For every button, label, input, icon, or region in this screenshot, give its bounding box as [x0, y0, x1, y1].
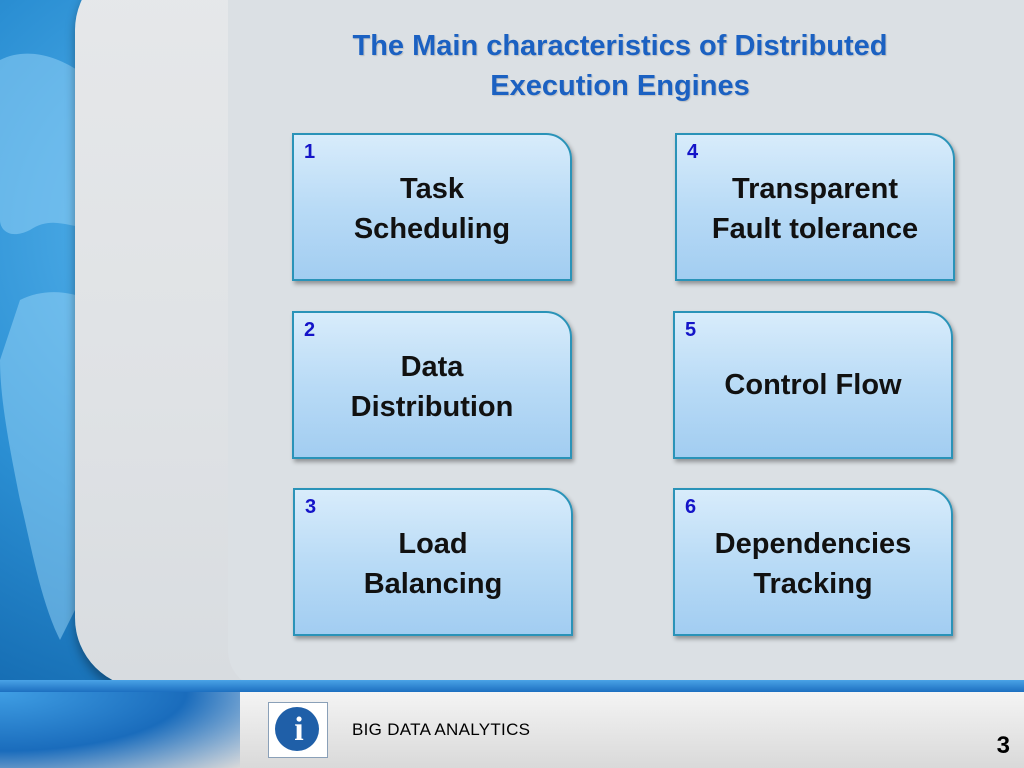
card-label: Task Scheduling — [353, 173, 511, 245]
card-label: Data Distribution — [350, 351, 514, 423]
card-transparent-fault-tolerance: 4 Transparent Fault tolerance — [675, 133, 955, 281]
card-task-scheduling: 1 Task Scheduling — [292, 133, 572, 281]
slide-title: The Main characteristics of Distributed … — [240, 26, 1000, 106]
bottom-band — [0, 680, 1024, 692]
card-number: 3 — [305, 496, 317, 518]
title-line-2: Execution Engines — [490, 70, 750, 102]
card-number: 5 — [685, 319, 697, 341]
card-number: 2 — [304, 319, 316, 341]
card-dependencies-tracking: 6 Dependencies Tracking — [673, 488, 953, 636]
footer-globe — [0, 692, 240, 768]
card-label: Control Flow — [724, 369, 902, 401]
footer-title: BIG DATA ANALYTICS — [352, 720, 531, 739]
card-number: 4 — [687, 141, 699, 163]
card-label: Load Balancing — [363, 528, 503, 600]
title-line-1: The Main characteristics of Distributed — [352, 30, 888, 62]
card-number: 6 — [685, 496, 697, 518]
card-number: 1 — [304, 141, 316, 163]
page-number: 3 — [996, 732, 1010, 759]
card-control-flow: 5 Control Flow — [673, 311, 953, 459]
logo-icon: i — [268, 702, 328, 758]
card-load-balancing: 3 Load Balancing — [293, 488, 573, 636]
card-label: Transparent Fault tolerance — [711, 173, 919, 245]
card-label: Dependencies Tracking — [714, 528, 912, 600]
card-data-distribution: 2 Data Distribution — [292, 311, 572, 459]
